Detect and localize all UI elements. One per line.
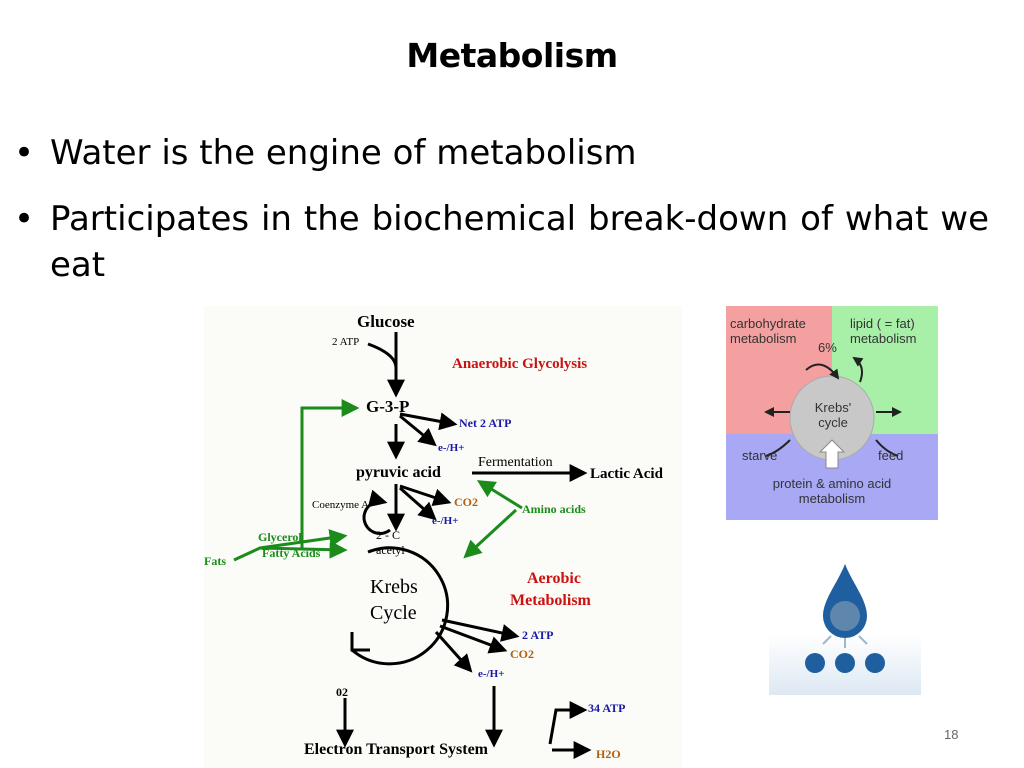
percent-label: 6% <box>818 340 837 355</box>
label-co2-2: CO2 <box>510 647 534 661</box>
krebs-label: Krebs'cycle <box>810 400 856 430</box>
bullet-list: • Water is the engine of metabolism • Part… <box>14 130 989 308</box>
bullet-item: • Participates in the biochemical break-d… <box>14 196 989 288</box>
label-atp-34: 34 ATP <box>588 701 626 715</box>
water-dot <box>805 653 825 673</box>
krebs-cycle-image: carbohydrate metabolism lipid ( = fat) m… <box>726 306 938 520</box>
krebs-quadrants <box>726 306 938 520</box>
label-h2o: H2O <box>596 747 621 761</box>
label-fermentation: Fermentation <box>478 455 553 470</box>
label-ets: Electron Transport System <box>304 741 488 758</box>
label-net-atp: Net 2 ATP <box>459 416 512 430</box>
label-co2-1: CO2 <box>454 495 478 509</box>
label-fatty: Fatty Acids <box>262 546 321 560</box>
protein-label: protein & amino acid metabolism <box>772 476 892 506</box>
water-dot <box>865 653 885 673</box>
label-anaerobic: Anaerobic Glycolysis <box>452 356 588 372</box>
feed-label: feed <box>878 448 904 463</box>
label-krebs-2: Cycle <box>370 602 417 624</box>
krebs-label-1: Krebs' <box>814 400 852 415</box>
label-atp-krebs: 2 ATP <box>522 628 554 642</box>
bullet-dot: • <box>14 133 35 173</box>
water-drop-image <box>769 560 921 695</box>
diagram-arrows <box>233 332 592 759</box>
carb-label: carbohydrate metabolism <box>730 316 806 346</box>
label-fats: Fats <box>204 554 226 568</box>
water-drop-icon <box>805 564 885 673</box>
label-eh-3: e-/H+ <box>478 668 505 680</box>
bullet-text: Water is the engine of metabolism <box>50 133 637 173</box>
label-atp-in: 2 ATP <box>332 336 360 348</box>
label-glycerol: Glycerol <box>258 530 302 544</box>
lipid-label: lipid ( = fat) metabolism <box>850 316 917 346</box>
page-number: 18 <box>944 727 959 742</box>
label-amino: Amino acids <box>522 502 586 516</box>
label-glucose: Glucose <box>357 312 415 331</box>
bullet-text: Participates in the biochemical break-do… <box>50 199 989 285</box>
label-eh-2: e-/H+ <box>432 515 459 527</box>
label-coenzyme: Coenzyme A <box>312 499 370 511</box>
label-eh-1: e-/H+ <box>438 442 465 454</box>
label-o2: 02 <box>336 685 348 699</box>
label-krebs-1: Krebs <box>370 576 418 598</box>
label-2c: 2 - C <box>376 528 400 542</box>
bullet-dot: • <box>14 199 35 239</box>
label-pyruvic: pyruvic acid <box>356 464 441 481</box>
label-aerobic-1: Aerobic <box>527 570 581 587</box>
metabolism-diagram: Glucose 2 ATP Anaerobic Glycolysis G-3-P… <box>204 306 682 768</box>
label-acetyl: acetyl <box>376 543 405 557</box>
slide-title: Metabolism <box>406 36 618 75</box>
label-g3p: G-3-P <box>366 397 410 416</box>
label-lactic: Lactic Acid <box>590 466 663 482</box>
label-aerobic-2: Metabolism <box>510 592 591 609</box>
krebs-label-2: cycle <box>818 415 848 430</box>
starve-label: starve <box>742 448 778 463</box>
water-dot <box>835 653 855 673</box>
bullet-item: • Water is the engine of metabolism <box>14 130 989 176</box>
